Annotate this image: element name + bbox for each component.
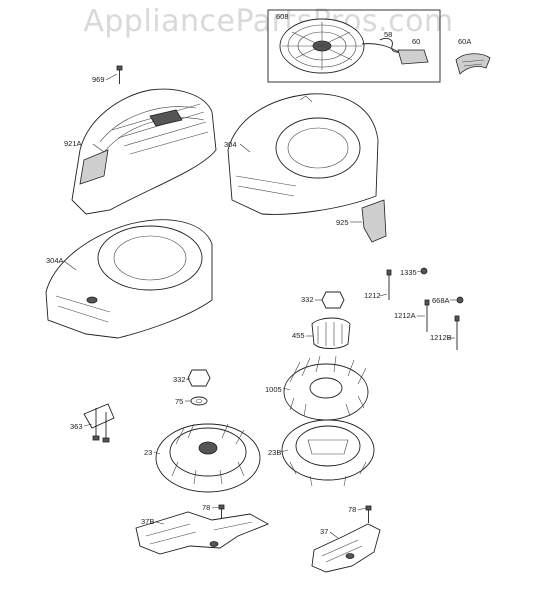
part-75-washer[interactable] xyxy=(190,396,208,406)
part-1212a-stud[interactable] xyxy=(424,299,430,332)
callout-363: 363 xyxy=(70,422,83,431)
part-1212b-stud[interactable] xyxy=(454,315,460,350)
part-304-blower-housing[interactable] xyxy=(227,93,379,215)
callout-332-lower: 332 xyxy=(173,375,186,384)
part-23-flywheel[interactable] xyxy=(155,423,261,493)
part-60-handle[interactable] xyxy=(397,49,429,65)
part-332-nut-lower[interactable] xyxy=(187,369,211,387)
part-1335-nut[interactable] xyxy=(420,267,428,275)
callout-78-right: 78 xyxy=(348,505,356,514)
part-925-baffle[interactable] xyxy=(361,199,387,243)
callout-668a: 668A xyxy=(432,296,450,305)
part-37-armature[interactable] xyxy=(311,523,381,573)
part-37b-armature[interactable] xyxy=(135,511,270,555)
callout-labels: 608 58 60 60A 969 921A 304 925 304A 1335… xyxy=(46,12,471,536)
callout-921a: 921A xyxy=(64,139,82,148)
callout-304a: 304A xyxy=(46,256,64,265)
part-969-screw[interactable] xyxy=(116,65,123,84)
callout-23b: 23B xyxy=(268,448,281,457)
callout-455: 455 xyxy=(292,331,305,340)
callout-1212: 1212 xyxy=(364,291,381,300)
part-304a-blower-housing[interactable] xyxy=(45,219,213,339)
callout-969: 969 xyxy=(92,75,105,84)
callout-1212a: 1212A xyxy=(394,311,416,320)
callout-60a: 60A xyxy=(458,37,471,46)
callout-37: 37 xyxy=(320,527,328,536)
leader-lines xyxy=(63,73,457,539)
part-1005-fan[interactable] xyxy=(283,355,369,421)
part-23b-flywheel[interactable] xyxy=(281,419,375,487)
callout-332-upper: 332 xyxy=(301,295,314,304)
callout-60: 60 xyxy=(412,37,420,46)
part-1212-stud[interactable] xyxy=(386,269,392,300)
part-332-nut-upper[interactable] xyxy=(321,291,345,309)
callout-1212b: 1212B xyxy=(430,333,452,342)
callout-1335: 1335 xyxy=(400,268,417,277)
part-455-screen[interactable] xyxy=(311,317,351,349)
callout-304: 304 xyxy=(224,140,237,149)
callout-608: 608 xyxy=(276,12,289,21)
part-921a-blower-cover[interactable] xyxy=(71,88,217,215)
callout-925: 925 xyxy=(336,218,349,227)
callout-37b: 37B xyxy=(141,517,154,526)
callout-23: 23 xyxy=(144,448,152,457)
part-78-screw-right[interactable] xyxy=(365,505,372,523)
callout-75: 75 xyxy=(175,397,183,406)
part-60a-handle[interactable] xyxy=(455,53,491,75)
callout-58: 58 xyxy=(384,30,392,39)
callout-1005: 1005 xyxy=(265,385,282,394)
part-608-rewind-starter[interactable] xyxy=(267,9,441,83)
callout-78-left: 78 xyxy=(202,503,210,512)
part-363-bracket[interactable] xyxy=(83,403,115,443)
part-668a-nut[interactable] xyxy=(456,296,464,304)
